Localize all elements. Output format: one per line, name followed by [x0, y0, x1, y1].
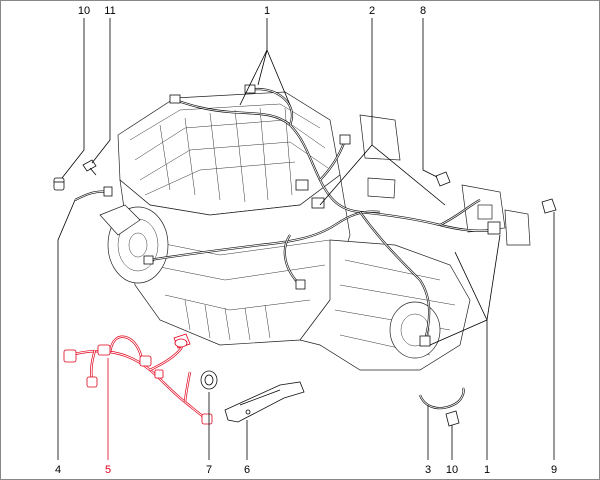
grommet-part-8	[435, 171, 451, 187]
engine-wiring-harness	[143, 84, 501, 347]
callout-8: 8	[420, 5, 426, 17]
leader-lines	[57, 18, 555, 460]
callout-1-bottom: 1	[484, 464, 490, 476]
callout-10-top: 10	[78, 5, 90, 17]
bracket-part-6	[224, 381, 305, 423]
callout-2: 2	[369, 5, 375, 17]
callout-7: 7	[206, 464, 212, 476]
grommet-part-10-bottom	[445, 410, 460, 427]
clip-part-4	[74, 186, 113, 201]
callout-10-bottom: 10	[446, 464, 458, 476]
callout-5-highlighted: 5	[105, 464, 111, 476]
callout-1-top: 1	[264, 5, 270, 17]
callout-labels: 10 11 1 2 8 4 5 7 6 3 10 1 9	[55, 5, 557, 476]
callout-4: 4	[55, 464, 61, 476]
callout-3: 3	[425, 464, 431, 476]
grommet-part-10-left	[53, 177, 65, 191]
wire-part-3	[418, 387, 465, 410]
callout-6: 6	[244, 464, 250, 476]
callout-9: 9	[551, 464, 557, 476]
callout-11: 11	[104, 5, 115, 17]
mount-part-7	[200, 370, 218, 390]
harness-part-5-highlighted	[63, 333, 213, 425]
grommet-part-9	[541, 198, 557, 214]
bolt-part-11	[82, 159, 97, 176]
